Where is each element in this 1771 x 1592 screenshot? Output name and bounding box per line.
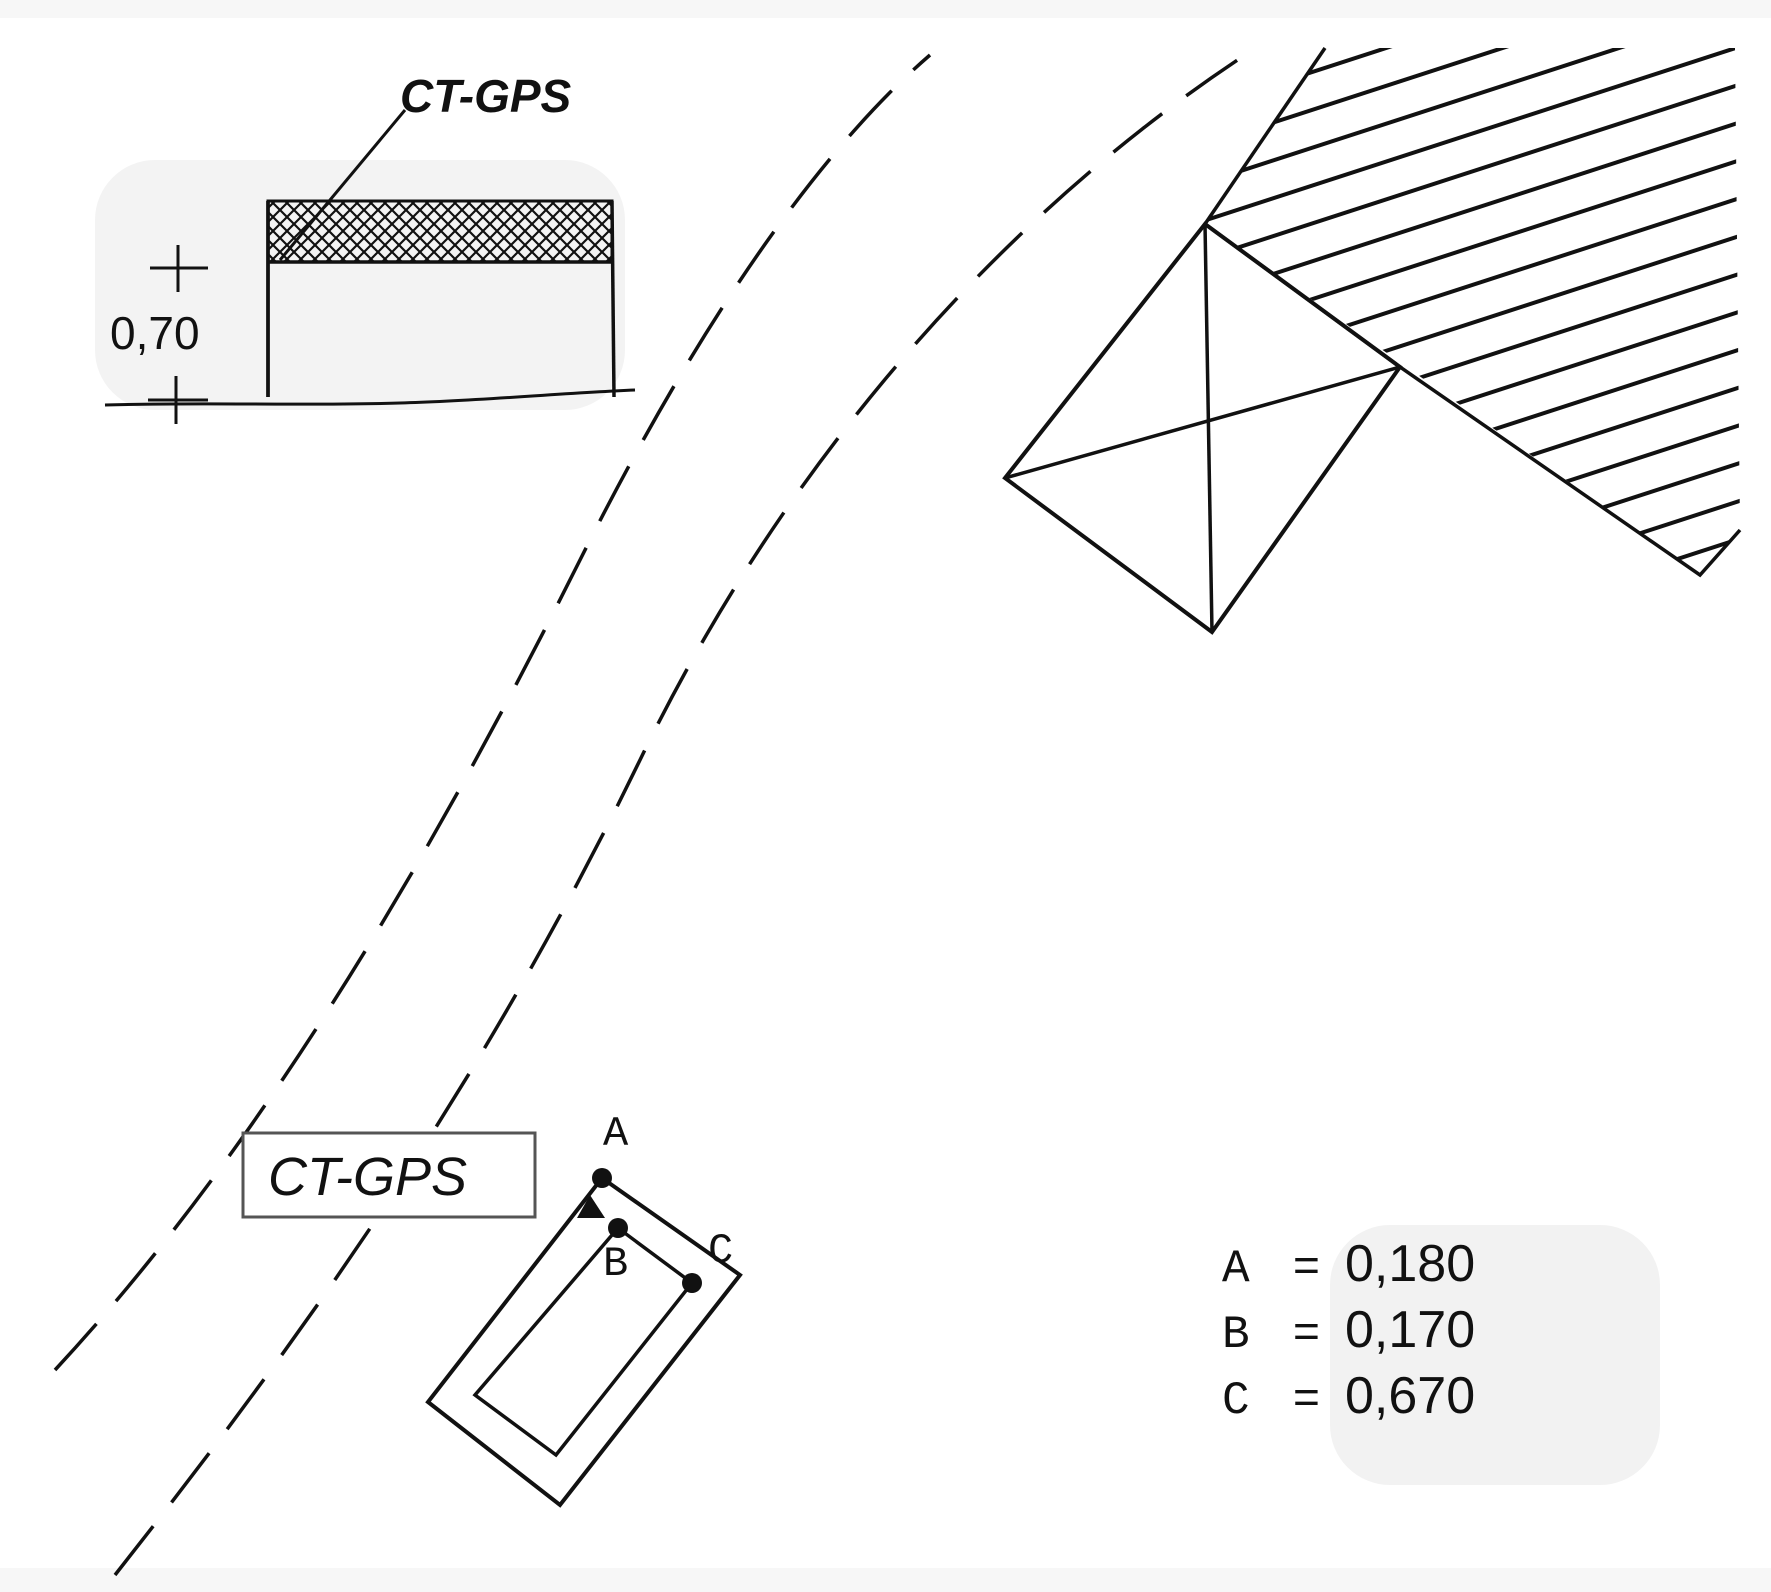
road-edge-right (113, 53, 1246, 1577)
legend-value: 0,170 (1345, 1301, 1475, 1359)
point-a-marker (592, 1168, 612, 1188)
elevation-label: CT-GPS (400, 70, 572, 122)
leader-line (278, 109, 407, 261)
reference-triangle (577, 1195, 605, 1218)
point-c-marker (682, 1273, 702, 1293)
legend-row: A = 0,180 (1222, 1235, 1475, 1295)
legend-row: C = 0,670 (1222, 1367, 1475, 1427)
legend-value: 0,670 (1345, 1367, 1475, 1425)
hatched-building (1203, 47, 1742, 578)
road-edge-left (53, 53, 932, 1372)
legend-equals: = (1293, 1305, 1320, 1357)
height-dimension: 0,70 (110, 307, 200, 359)
cross-marked-square (1002, 221, 1403, 635)
point-c-label: C (708, 1227, 733, 1275)
legend-row: B = 0,170 (1222, 1301, 1475, 1361)
point-b-marker (608, 1218, 628, 1238)
legend-key: C (1222, 1375, 1250, 1427)
elevation-detail: CT-GPS 0,70 (104, 70, 636, 424)
point-a-label: A (603, 1110, 629, 1158)
dimension-marks (148, 245, 208, 424)
point-b-label: B (603, 1240, 628, 1288)
legend-key: B (1222, 1309, 1250, 1361)
legend-equals: = (1293, 1371, 1320, 1423)
legend-value: 0,180 (1345, 1235, 1475, 1293)
plan-label-box (241, 1131, 537, 1219)
legend-key: A (1222, 1243, 1250, 1295)
legend: A = 0,180 B = 0,170 C = 0,670 (1222, 1235, 1475, 1427)
plan-detail: CT-GPS A B C (241, 1110, 743, 1508)
monument-inner-outline (472, 1225, 695, 1458)
ground-line (104, 388, 636, 407)
legend-equals: = (1293, 1239, 1320, 1291)
road-edges (53, 53, 1246, 1577)
plan-label: CT-GPS (268, 1147, 467, 1207)
monument-outer-outline (425, 1175, 743, 1508)
